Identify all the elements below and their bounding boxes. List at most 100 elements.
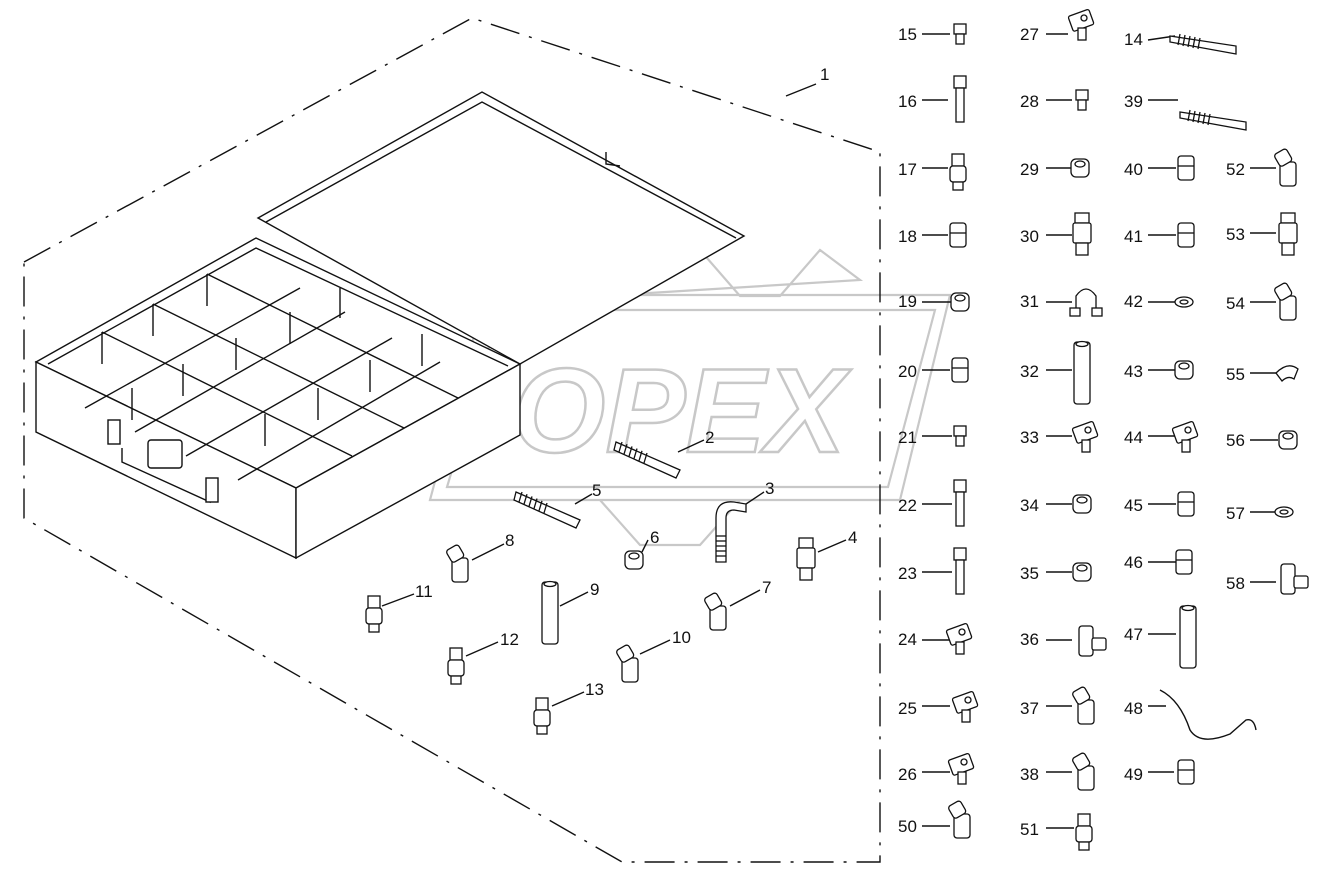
part-shape-2 <box>613 441 681 479</box>
part-13 <box>533 691 585 735</box>
leader-line-6 <box>641 539 649 553</box>
part-41 <box>1148 222 1195 248</box>
part-shape-39 <box>1179 109 1247 131</box>
part-shape-28 <box>1075 89 1089 111</box>
part-shape-49 <box>1177 759 1195 785</box>
part-shape-23 <box>953 547 967 595</box>
part-shape-57 <box>1274 506 1294 518</box>
part-number-26: 26 <box>898 765 917 784</box>
leader-line-10 <box>639 639 671 655</box>
part-39 <box>1148 99 1247 131</box>
part-46 <box>1148 549 1193 575</box>
part-28 <box>1046 89 1089 111</box>
part-number-48: 48 <box>1124 699 1143 718</box>
part-number-25: 25 <box>898 699 917 718</box>
part-number-23: 23 <box>898 564 917 583</box>
part-number-20: 20 <box>898 362 917 381</box>
part-shape-43 <box>1174 360 1194 380</box>
part-shape-6 <box>624 550 644 570</box>
part-shape-52 <box>1274 148 1297 187</box>
part-number-31: 31 <box>1020 292 1039 311</box>
part-shape-3 <box>715 501 747 563</box>
part-number-16: 16 <box>898 92 917 111</box>
part-27 <box>1046 8 1095 41</box>
part-number-1: 1 <box>820 65 829 84</box>
part-24 <box>922 622 973 655</box>
part-shape-47 <box>1179 604 1197 669</box>
part-shape-31 <box>1069 288 1103 317</box>
part-number-45: 45 <box>1124 496 1143 515</box>
part-shape-17 <box>949 153 967 191</box>
part-shape-53 <box>1278 212 1298 256</box>
part-42 <box>1148 296 1194 308</box>
part-shape-54 <box>1274 282 1297 321</box>
part-number-43: 43 <box>1124 362 1143 381</box>
part-number-54: 54 <box>1226 294 1245 313</box>
part-47 <box>1148 604 1197 669</box>
part-number-17: 17 <box>898 160 917 179</box>
part-shape-20 <box>951 357 969 383</box>
part-36 <box>1046 625 1107 657</box>
leader-line-4 <box>817 539 847 553</box>
part-shape-13 <box>533 697 551 735</box>
part-shape-42 <box>1174 296 1194 308</box>
part-49 <box>1148 759 1195 785</box>
part-shape-45 <box>1177 491 1195 517</box>
part-number-44: 44 <box>1124 428 1143 447</box>
part-number-6: 6 <box>650 528 659 547</box>
part-number-19: 19 <box>898 292 917 311</box>
part-17 <box>922 153 967 191</box>
part-shape-50 <box>948 800 971 839</box>
part-44 <box>1148 420 1199 453</box>
part-48 <box>1148 689 1257 740</box>
part-shape-32 <box>1073 340 1091 405</box>
storage-case <box>34 91 746 560</box>
part-shape-33 <box>1071 420 1099 453</box>
part-11 <box>365 593 415 633</box>
part-shape-30 <box>1072 212 1092 256</box>
part-shape-12 <box>447 647 465 685</box>
watermark-logo: OPEX <box>428 248 952 547</box>
part-number-14: 14 <box>1124 30 1143 49</box>
part-number-38: 38 <box>1020 765 1039 784</box>
part-6 <box>624 539 649 570</box>
part-shape-27 <box>1067 8 1095 41</box>
part-2 <box>613 439 705 479</box>
part-4 <box>796 537 847 581</box>
part-number-56: 56 <box>1226 431 1245 450</box>
part-number-58: 58 <box>1226 574 1245 593</box>
part-number-52: 52 <box>1226 160 1245 179</box>
part-32 <box>1046 340 1091 405</box>
part-number-34: 34 <box>1020 496 1039 515</box>
part-number-27: 27 <box>1020 25 1039 44</box>
part-shape-19 <box>950 292 970 312</box>
part-37 <box>1046 686 1095 725</box>
leader-line-8 <box>471 543 505 561</box>
part-53 <box>1250 212 1298 256</box>
part-shape-14 <box>1169 33 1237 55</box>
part-35 <box>1046 562 1092 582</box>
part-number-41: 41 <box>1124 227 1143 246</box>
part-shape-58 <box>1280 563 1309 595</box>
part-23 <box>922 547 967 595</box>
part-shape-26 <box>947 752 975 785</box>
part-number-32: 32 <box>1020 362 1039 381</box>
part-12 <box>447 641 499 685</box>
leader-line-13 <box>551 691 585 707</box>
part-38 <box>1046 752 1095 791</box>
part-shape-10 <box>616 644 639 683</box>
part-shape-16 <box>953 75 967 123</box>
part-52 <box>1250 148 1297 187</box>
part-shape-44 <box>1171 420 1199 453</box>
part-22 <box>922 479 967 527</box>
part-shape-22 <box>953 479 967 527</box>
part-shape-5 <box>513 491 581 529</box>
part-number-29: 29 <box>1020 160 1039 179</box>
part-50 <box>922 800 971 839</box>
part-number-2: 2 <box>705 428 714 447</box>
part-57 <box>1250 506 1294 518</box>
part-number-37: 37 <box>1020 699 1039 718</box>
part-shape-18 <box>949 222 967 248</box>
part-18 <box>922 222 967 248</box>
